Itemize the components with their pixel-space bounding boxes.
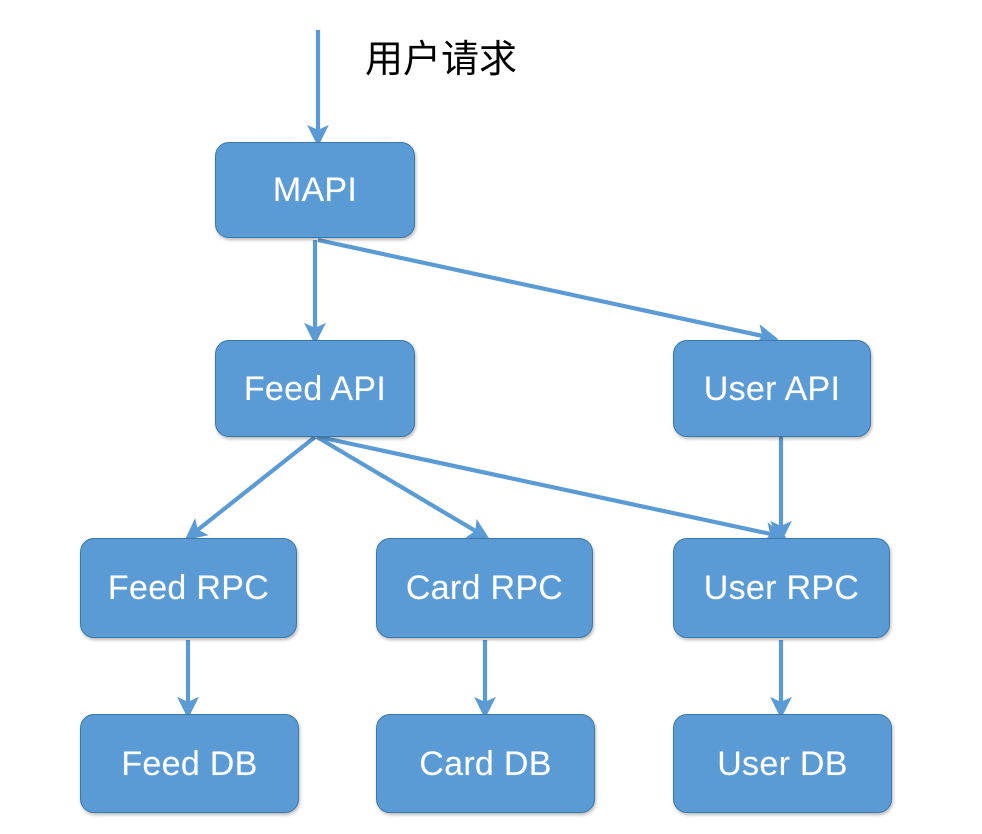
node-label: Card RPC [405, 569, 564, 607]
node-feed-api[interactable]: Feed API [215, 340, 415, 437]
node-user-api[interactable]: User API [673, 340, 871, 437]
node-label: Feed API [243, 369, 387, 408]
edge-feed-api-to-card-rpc [315, 435, 490, 540]
user-request-caption: 用户请求 [365, 37, 518, 81]
node-feed-rpc[interactable]: Feed RPC [80, 538, 297, 638]
node-label: MAPI [272, 171, 358, 209]
edge-feed-api-to-feed-rpc [184, 435, 317, 541]
node-feed-db[interactable]: Feed DB [80, 714, 299, 813]
node-label: User RPC [703, 569, 860, 607]
node-user-rpc[interactable]: User RPC [673, 538, 890, 638]
node-mapi[interactable]: MAPI [215, 142, 415, 238]
node-label: User API [703, 369, 841, 408]
node-label: Card DB [419, 744, 552, 783]
node-label: User DB [717, 744, 848, 783]
edge-feed-api-to-user-rpc [318, 434, 787, 544]
node-label: Feed RPC [107, 569, 270, 607]
node-card-rpc[interactable]: Card RPC [376, 538, 593, 638]
node-label: Feed DB [121, 744, 258, 783]
edge-mapi-to-user-api [317, 237, 779, 346]
node-user-db[interactable]: User DB [673, 714, 892, 813]
node-card-db[interactable]: Card DB [376, 714, 595, 813]
